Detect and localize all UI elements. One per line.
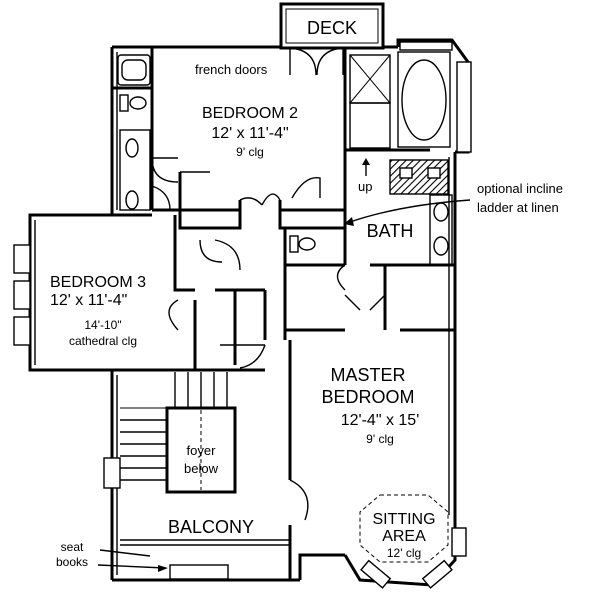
fixtures (117, 51, 453, 563)
master-name-line2: BEDROOM (321, 387, 414, 407)
balcony-label: BALCONY (168, 517, 254, 537)
windows (13, 41, 472, 589)
bath-label: BATH (367, 221, 414, 241)
books-label: books (56, 555, 88, 569)
foyer-line1: foyer (187, 443, 217, 458)
bedroom2-ceiling: 9' clg (236, 145, 264, 159)
master-size: 12'-4" x 15' (341, 412, 420, 429)
bedroom3-size: 12' x 11'-4" (50, 292, 127, 309)
bedroom2-size: 12' x 11'-4" (211, 125, 288, 142)
master-ceiling: 9' clg (366, 432, 394, 446)
stairs (120, 372, 228, 490)
bedroom3-ceiling-type: cathedral clg (69, 334, 137, 348)
up-label: up (358, 179, 372, 194)
sitting-area-line2: AREA (382, 528, 426, 545)
foyer-line2: below (184, 461, 219, 476)
sitting-area-line1: SITTING (372, 511, 435, 528)
deck-label: DECK (307, 18, 357, 38)
bedroom3-ceiling-height: 14'-10" (84, 318, 121, 332)
leader-lines (97, 199, 471, 572)
master-name-line1: MASTER (330, 365, 405, 385)
optional-note-line2: ladder at linen (477, 200, 559, 215)
sitting-area-ceiling: 12' clg (387, 546, 421, 560)
doors (151, 47, 386, 521)
deck (279, 2, 385, 50)
interior-walls (112, 47, 455, 580)
french-doors-label: french doors (195, 62, 268, 77)
bedroom2-name: BEDROOM 2 (202, 105, 298, 122)
optional-note-line1: optional incline (477, 181, 563, 196)
seat-label: seat (61, 540, 84, 554)
bedroom3-name: BEDROOM 3 (50, 274, 146, 291)
